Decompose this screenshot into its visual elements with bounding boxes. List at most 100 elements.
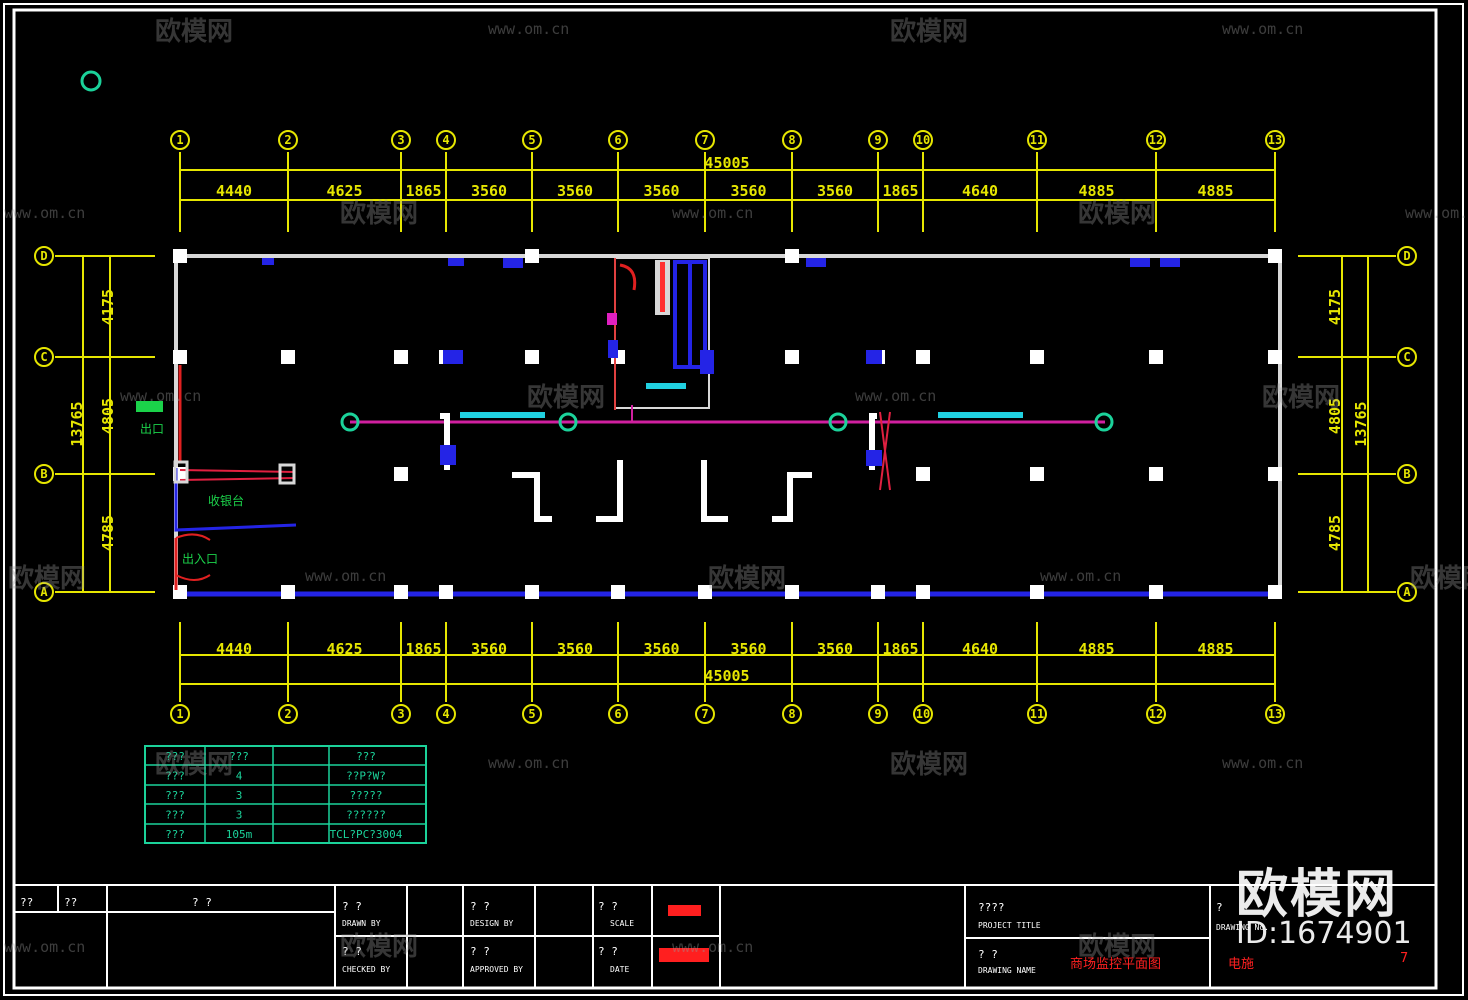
top-dimension: 4885 xyxy=(1078,182,1114,200)
tb-drawing-no: DRAWING No. xyxy=(1216,923,1269,932)
marker-circle-icon xyxy=(80,70,102,92)
top-dimension: 1865 xyxy=(405,182,441,200)
wm-brand: 欧模网 xyxy=(890,16,968,47)
stairwell xyxy=(607,257,710,422)
wm-url: www.om.cn xyxy=(1222,20,1303,38)
row-axis-label: B xyxy=(1403,467,1410,481)
tb-sheet-number: 7 xyxy=(1400,951,1408,966)
axis-label: 13 xyxy=(1268,133,1282,147)
legend-cell: ??? xyxy=(165,789,185,802)
axis-bubble-icon xyxy=(522,130,542,150)
top-dimension: 4640 xyxy=(962,182,998,200)
row-axis-label: A xyxy=(1403,585,1411,599)
axis-label: 3 xyxy=(397,707,404,721)
column-icon xyxy=(1030,350,1044,364)
column-icon xyxy=(916,350,930,364)
top-dimension: 3560 xyxy=(817,182,853,200)
axis-bubble-icon xyxy=(1265,704,1285,724)
entrance-label: 出入口 xyxy=(182,552,218,566)
bottom-dimension: 1865 xyxy=(882,640,918,658)
top-dimension: 3560 xyxy=(471,182,507,200)
wm-brand: 欧模网 xyxy=(1078,931,1156,962)
axis-bubble-icon xyxy=(1146,704,1166,724)
tb-design-q: ? ? xyxy=(470,900,490,913)
axis-label: 8 xyxy=(788,133,795,147)
top-dimension: 4885 xyxy=(1197,182,1233,200)
camera-node-icon xyxy=(558,412,578,432)
tb-checked-q: ? ? xyxy=(342,945,362,958)
row-axis-label: C xyxy=(1403,350,1410,364)
date-red-mark xyxy=(659,948,709,962)
tb-cell-1: ?? xyxy=(20,896,33,909)
axis-label: 2 xyxy=(284,133,291,147)
legend-cell: ??? xyxy=(165,750,185,763)
top-dimension: 3560 xyxy=(643,182,679,200)
right-dim-2: 4805 xyxy=(1326,398,1344,434)
axis-label: 8 xyxy=(788,707,795,721)
tb-drawing-q: ? ? xyxy=(978,948,998,961)
tb-project-q: ???? xyxy=(978,901,1005,914)
axis-bubble-icon xyxy=(436,704,456,724)
column-icon xyxy=(439,585,453,599)
wm-brand: 欧模网 xyxy=(340,198,418,229)
wm-brand: 欧模网 xyxy=(708,563,786,594)
axis-label: 9 xyxy=(874,707,881,721)
axis-label: 4 xyxy=(442,133,449,147)
left-dim-2: 4805 xyxy=(99,398,117,434)
column-icon xyxy=(525,585,539,599)
column-icon xyxy=(611,585,625,599)
axis-bubble-icon xyxy=(1146,130,1166,150)
axis-label: 7 xyxy=(701,133,708,147)
axis-bubble-icon xyxy=(608,130,628,150)
axis-label: 12 xyxy=(1149,133,1163,147)
top-dimension: 4625 xyxy=(326,182,362,200)
column-icon xyxy=(394,350,408,364)
column-icon xyxy=(173,249,187,263)
tb-drawn-q: ? ? xyxy=(342,900,362,913)
tb-cell-3: ? ? xyxy=(192,896,212,909)
axis-bubble-icon xyxy=(391,704,411,724)
axis-label: 6 xyxy=(614,133,621,147)
wm-brand: 欧模网 xyxy=(8,563,86,594)
title-block xyxy=(13,884,1437,989)
legend-cell: ??? xyxy=(356,750,376,763)
tb-drawing-no-q: ? xyxy=(1216,901,1223,914)
exit-label: 出口 xyxy=(140,422,164,436)
legend-cell: 4 xyxy=(236,770,243,783)
axis-bubble-icon xyxy=(1027,130,1047,150)
row-axis-label: B xyxy=(40,467,47,481)
column-icon xyxy=(871,585,885,599)
column-icon xyxy=(785,350,799,364)
axis-label: 6 xyxy=(614,707,621,721)
axis-label: 13 xyxy=(1268,707,1282,721)
right-dim-3: 4785 xyxy=(1326,515,1344,551)
axis-bubble-icon xyxy=(782,704,802,724)
axis-bubble-icon xyxy=(608,704,628,724)
tb-date-q: ? ? xyxy=(598,945,618,958)
top-dimension-lines xyxy=(179,152,1276,232)
column-icon xyxy=(698,585,712,599)
wm-brand: 欧模网 xyxy=(1262,382,1340,413)
wm-url: www.om.cn xyxy=(488,20,569,38)
column-icon xyxy=(1030,467,1044,481)
bottom-dimension: 3560 xyxy=(817,640,853,658)
tb-design-by: DESIGN BY xyxy=(470,919,514,928)
column-icon xyxy=(1149,585,1163,599)
column-icon xyxy=(394,585,408,599)
top-dimension: 3560 xyxy=(730,182,766,200)
wm-brand: 欧模网 xyxy=(155,749,233,780)
column-icon xyxy=(1268,585,1282,599)
tb-approved-q: ? ? xyxy=(470,945,490,958)
brand-logo: 欧模网 xyxy=(1236,865,1399,925)
tb-approved-by: APPROVED BY xyxy=(470,965,523,974)
axis-bubble-icon xyxy=(278,704,298,724)
tb-date: DATE xyxy=(610,965,629,974)
wall-equipment xyxy=(262,258,1180,466)
legend-cell: ??? xyxy=(165,828,185,841)
column-icon xyxy=(785,585,799,599)
axis-label: 10 xyxy=(916,707,930,721)
axis-bubble-icon xyxy=(868,704,888,724)
wm-brand: 欧模网 xyxy=(890,749,968,780)
top-dimension: 3560 xyxy=(557,182,593,200)
